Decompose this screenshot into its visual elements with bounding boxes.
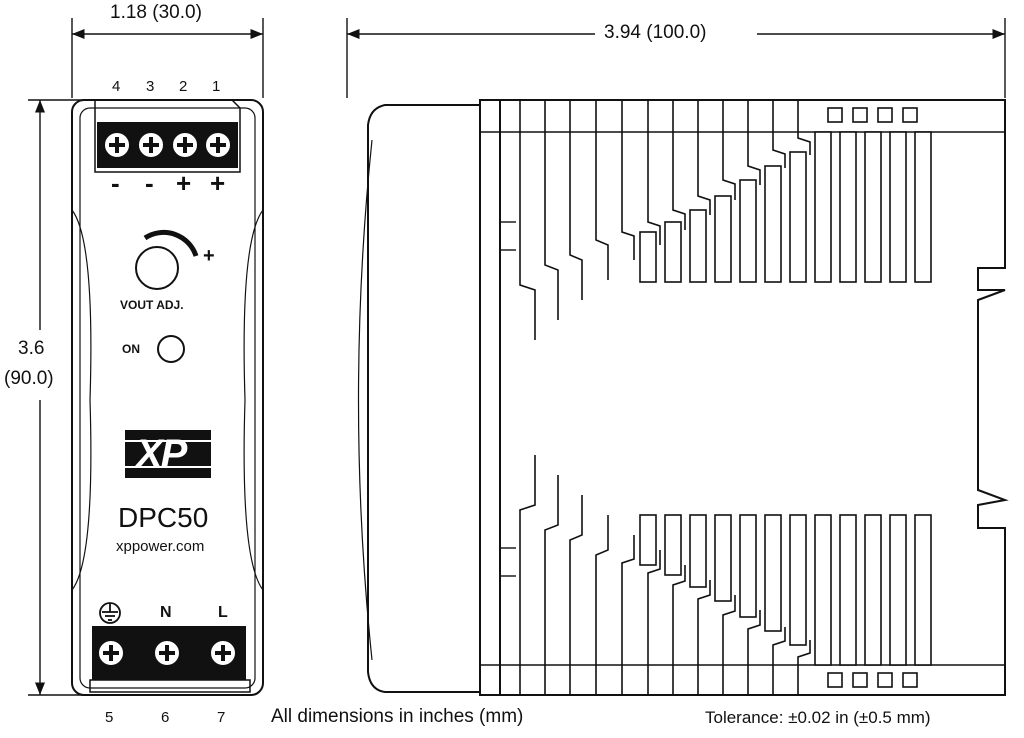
terminal-polarity-3: - <box>145 168 154 198</box>
terminal-number-1: 1 <box>212 78 221 95</box>
height-dimension-label-in: 3.6 <box>18 338 45 359</box>
terminal-screw-2 <box>171 131 199 159</box>
terminal-screw-7 <box>209 639 237 667</box>
terminal-number-6: 6 <box>161 709 170 726</box>
bottom-cooling-fins <box>519 455 811 695</box>
terminal-label-n: N <box>160 604 172 621</box>
bottom-screw-terminals <box>97 639 237 667</box>
terminal-screw-1 <box>204 131 232 159</box>
terminal-polarity-4: - <box>111 168 120 198</box>
units-note: All dimensions in inches (mm) <box>271 706 524 727</box>
width-dimension-line <box>71 18 264 98</box>
terminal-screw-3 <box>137 131 165 159</box>
vout-adj-label: VOUT ADJ. <box>120 298 184 312</box>
bottom-fin-blocks <box>639 514 932 688</box>
terminal-screw-5 <box>97 639 125 667</box>
terminal-label-l: L <box>218 604 228 621</box>
terminal-number-5: 5 <box>105 709 114 726</box>
terminal-number-2: 2 <box>179 78 188 95</box>
earth-ground-icon <box>99 602 121 624</box>
on-led-indicator <box>157 335 185 363</box>
height-dimension-label-mm: (90.0) <box>4 368 54 389</box>
side-view <box>357 99 1009 696</box>
terminal-number-3: 3 <box>146 78 155 95</box>
terminal-polarity-1: + <box>210 168 226 198</box>
length-dimension-line <box>346 18 1006 98</box>
height-dimension-line <box>28 99 90 696</box>
logo-text: XP <box>136 432 187 476</box>
tolerance-note: Tolerance: ±0.02 in (±0.5 mm) <box>705 708 931 727</box>
length-dimension-label: 3.94 (100.0) <box>604 22 707 43</box>
terminal-number-4: 4 <box>112 78 121 95</box>
top-fin-blocks <box>639 107 932 283</box>
pot-plus-label: + <box>203 245 215 267</box>
top-screw-terminals <box>103 131 232 159</box>
terminal-number-7: 7 <box>217 709 226 726</box>
width-dimension-label: 1.18 (30.0) <box>110 2 202 23</box>
on-led-label: ON <box>122 342 140 356</box>
xp-logo <box>125 430 211 478</box>
terminal-screw-4 <box>103 131 131 159</box>
terminal-screw-6 <box>153 639 181 667</box>
terminal-polarity-2: + <box>176 168 192 198</box>
website-label: xppower.com <box>116 538 205 555</box>
top-cooling-fins <box>519 100 811 340</box>
model-name: DPC50 <box>118 502 209 533</box>
vout-adjust-pot <box>135 229 199 290</box>
